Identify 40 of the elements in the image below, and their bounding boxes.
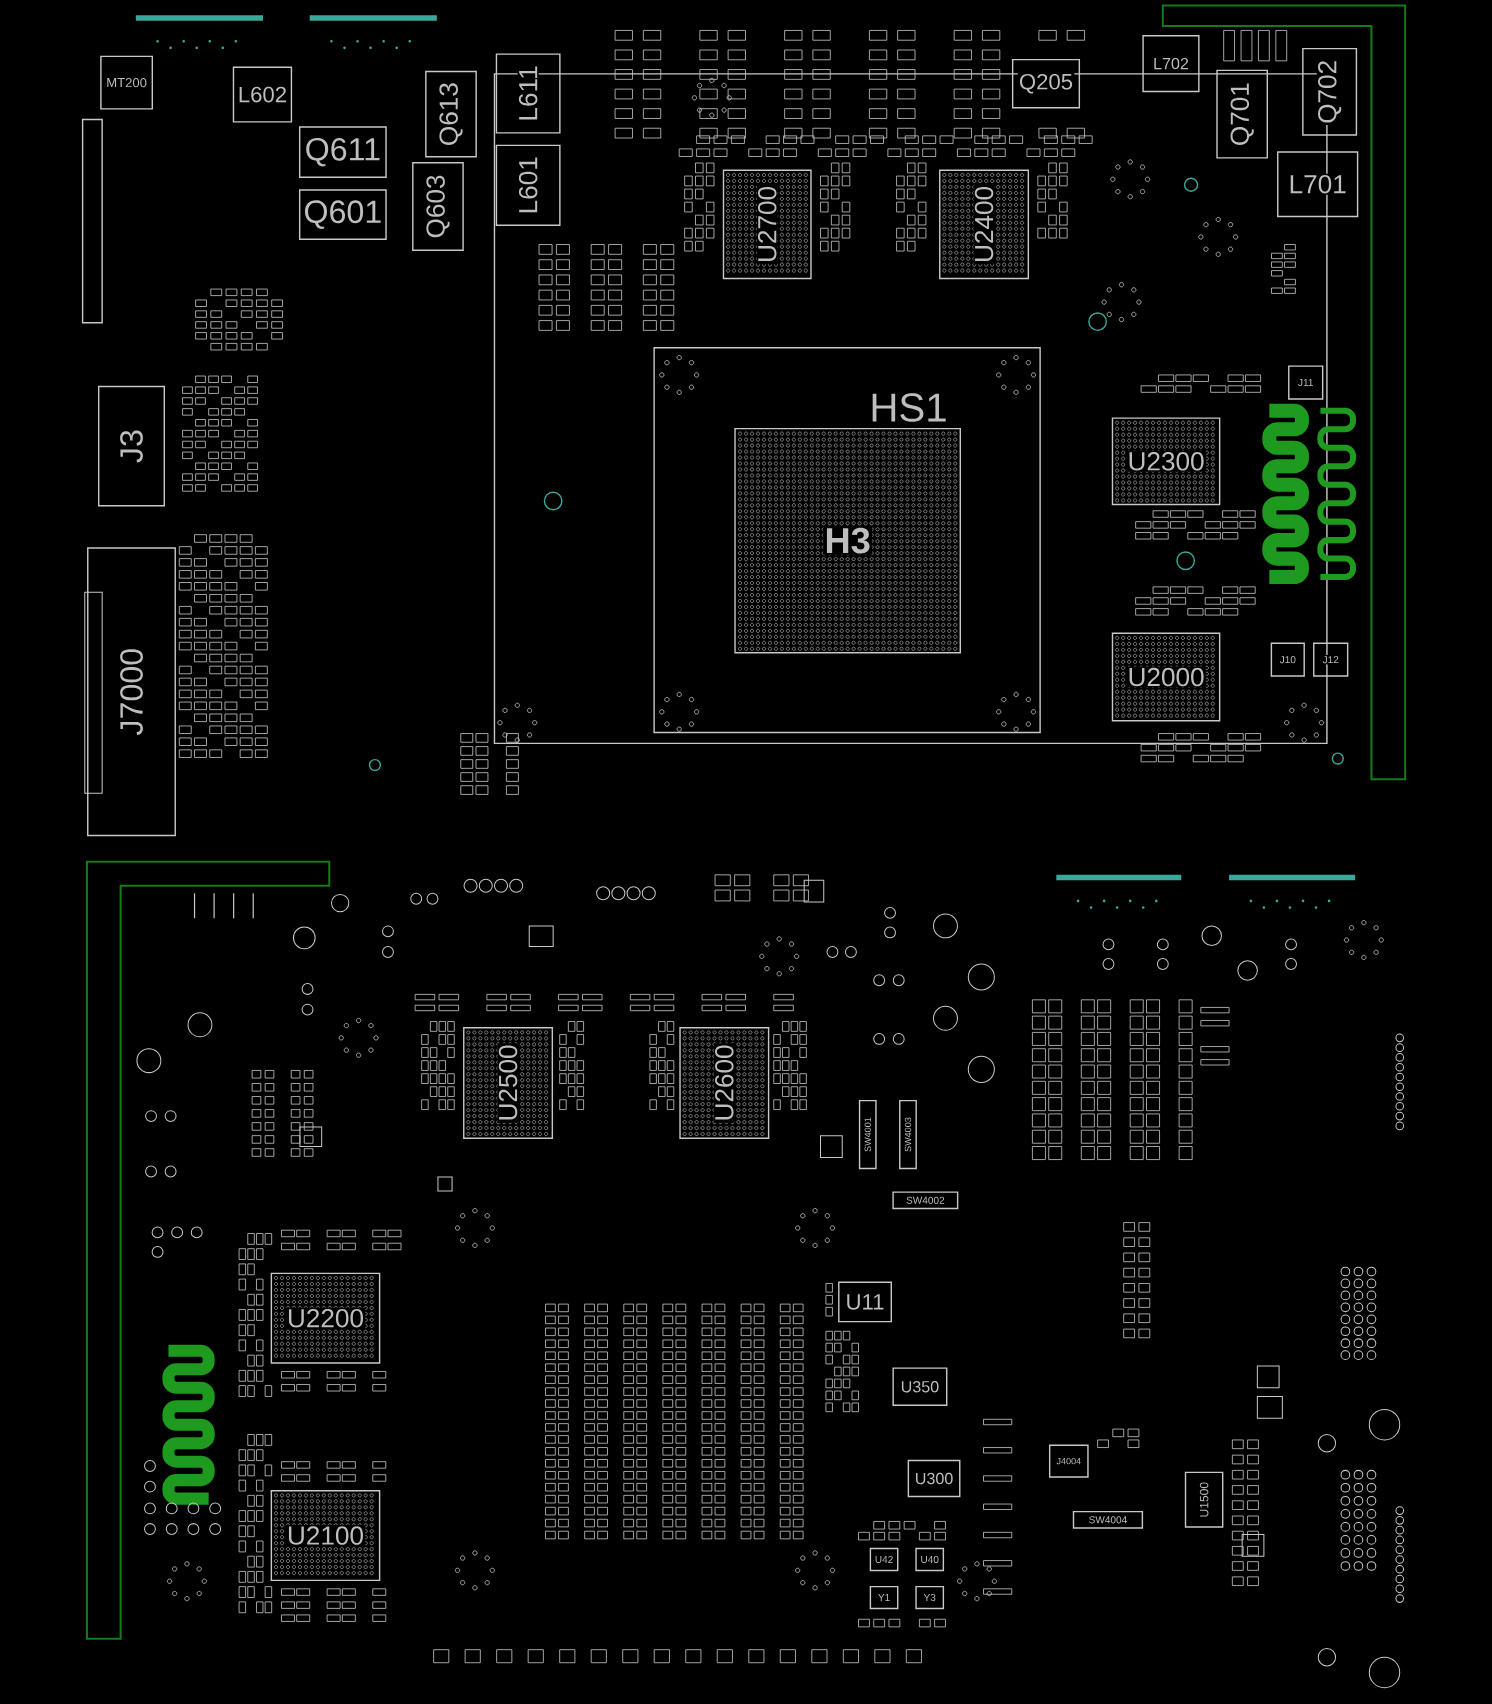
component-footprint: U2200	[270, 1272, 381, 1364]
component-footprint: U2000	[1111, 632, 1221, 722]
component-footprint: U1500	[1184, 1471, 1224, 1528]
component-footprint: Q702	[1302, 47, 1358, 136]
component-footprint: U2500	[463, 1027, 553, 1139]
component-footprint: U2400	[939, 169, 1029, 280]
component-footprint: L701	[1277, 151, 1359, 218]
component-footprint: MT200	[100, 55, 153, 110]
component-footprint: Y3	[915, 1585, 945, 1610]
component-footprint: Q603	[412, 162, 464, 251]
component-footprint: J10	[1270, 642, 1305, 677]
component-footprint: U350	[892, 1367, 948, 1406]
component-footprint: Q611	[298, 126, 387, 178]
component-footprint: U40	[915, 1547, 945, 1572]
component-footprint: J4004	[1048, 1444, 1089, 1478]
component-footprint: J11	[1288, 365, 1324, 400]
component-footprint: L702	[1142, 35, 1200, 93]
component-footprint: L611	[495, 53, 561, 134]
component-footprint: SW4001	[858, 1099, 877, 1170]
component-footprint: U2100	[270, 1490, 381, 1582]
component-footprint: U2300	[1111, 417, 1221, 506]
component-footprint: SW4002	[892, 1191, 959, 1210]
component-footprint: U300	[907, 1459, 961, 1498]
component-footprint: U2700	[722, 169, 812, 280]
component-footprint: U2600	[679, 1027, 770, 1139]
component-footprint: SW4003	[899, 1099, 917, 1170]
component-footprint: Q205	[1011, 58, 1080, 109]
component-footprint: Y1	[869, 1585, 899, 1610]
component-footprint: J12	[1313, 642, 1349, 677]
component-footprint: U11	[838, 1281, 892, 1323]
component-footprint: SW4004	[1072, 1510, 1144, 1529]
component-footprint: L602	[232, 66, 293, 123]
component-footprint: Q601	[298, 189, 387, 240]
component-footprint: Q701	[1216, 69, 1268, 159]
component-footprint: J3	[97, 385, 165, 507]
component-footprint: U42	[869, 1547, 899, 1572]
component-footprint: J7000	[87, 547, 176, 837]
component-footprint: L601	[495, 144, 561, 226]
component-footprint: H3	[734, 427, 961, 654]
component-footprint: Q613	[425, 70, 477, 158]
